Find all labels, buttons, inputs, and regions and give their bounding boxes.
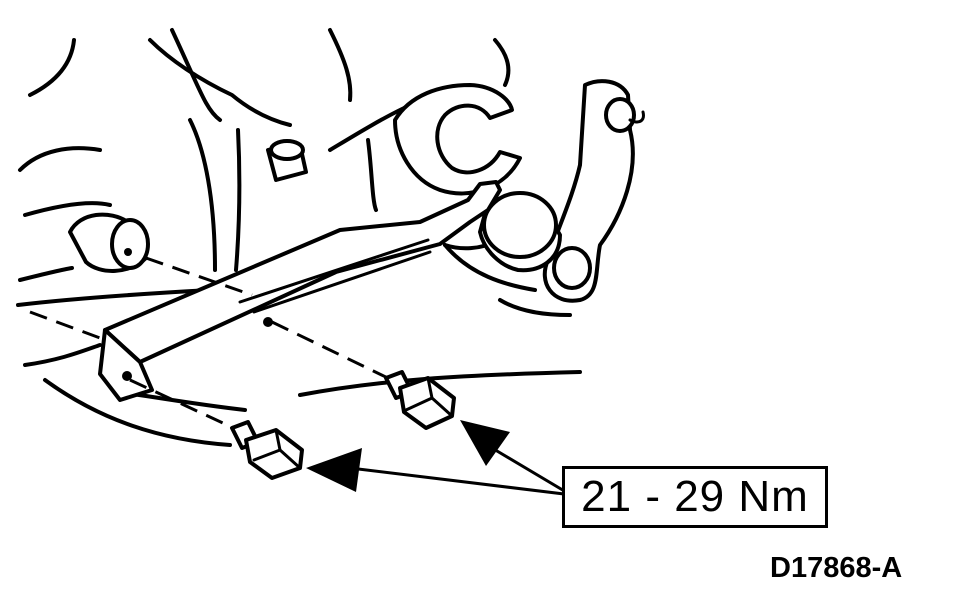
stud-cylinder xyxy=(68,212,150,273)
shift-lever-arm xyxy=(542,79,645,303)
flange-bolt-left xyxy=(230,420,304,480)
housing-outline xyxy=(16,28,582,447)
torque-callout: 21 - 29 Nm xyxy=(562,466,828,528)
figure-id: D17868-A xyxy=(770,552,903,584)
shaft-boss xyxy=(478,191,562,273)
flange-bolt-right xyxy=(384,370,456,430)
callout-arrows xyxy=(306,420,568,496)
alignment-lines xyxy=(29,256,393,432)
cable-bracket xyxy=(98,180,502,402)
shift-fork xyxy=(393,83,522,196)
mount-boss xyxy=(266,139,308,182)
